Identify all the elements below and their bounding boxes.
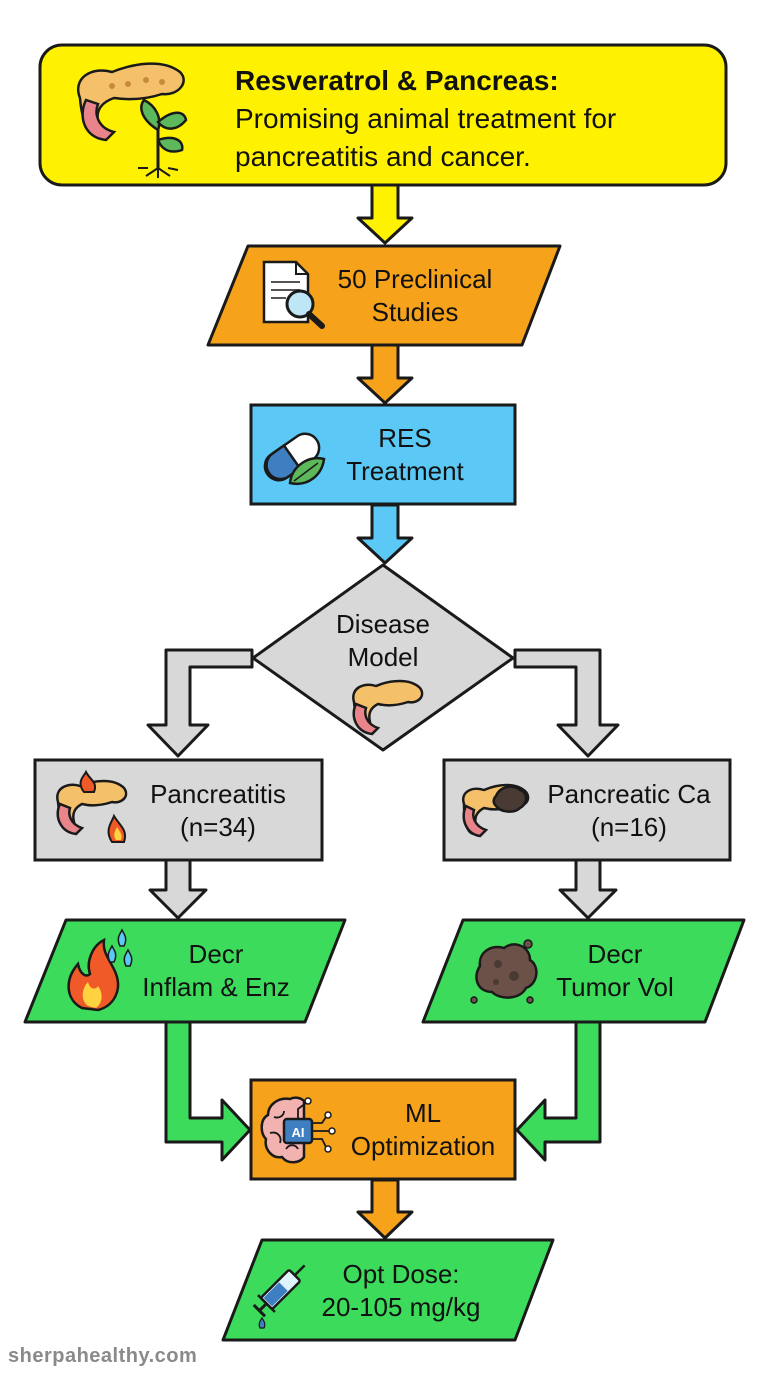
pancreatitis-line2: (n=34) — [180, 812, 256, 842]
watermark: sherpahealthy.com — [8, 1345, 198, 1367]
header-title: Resveratrol & Pancreas: — [235, 65, 559, 96]
treatment-line2: Treatment — [346, 456, 464, 486]
pancreatic-ca-line1: Pancreatic Ca — [547, 779, 711, 809]
arrow-header-to-studies — [356, 183, 414, 245]
capsule-leaf-icon — [263, 432, 326, 486]
arrow-disease-to-pancreatitis — [146, 648, 254, 758]
arrow-inflam-to-ml — [164, 1020, 252, 1162]
arrow-pancreatitis-to-inflam — [148, 858, 208, 920]
dose-line1: Opt Dose: — [342, 1259, 460, 1289]
arrow-studies-to-treatment — [356, 343, 414, 405]
decr-tumor-line1: Decr — [587, 939, 643, 969]
dose-label: Opt Dose: 20-105 mg/kg — [303, 1258, 499, 1324]
pancreatitis-line1: Pancreatitis — [150, 779, 286, 809]
header-subtitle-line2: pancreatitis and cancer. — [235, 141, 531, 172]
header-subtitle-line1: Promising animal treatment for — [235, 103, 617, 134]
document-magnifier-icon — [262, 260, 325, 329]
pancreas-tumor-icon — [461, 783, 530, 838]
disease-model-diamond — [251, 563, 515, 752]
pancreas-plant-icon — [77, 62, 188, 178]
ai-brain-icon: AI — [260, 1096, 336, 1164]
ai-chip-label: AI — [292, 1125, 305, 1140]
arrow-tumor-to-ml — [515, 1020, 602, 1162]
pancreatic-ca-label: Pancreatic Ca (n=16) — [534, 778, 724, 844]
arrow-pancreatic-ca-to-tumor — [558, 858, 618, 920]
ml-line1: ML — [404, 1098, 442, 1128]
treatment-label: RES Treatment — [320, 422, 490, 488]
syringe-icon — [252, 1264, 306, 1329]
header-box — [38, 43, 728, 187]
pancreatic-ca-line2: (n=16) — [591, 812, 667, 842]
arrow-treatment-to-disease — [356, 503, 414, 565]
arrow-disease-to-pancreatic-ca — [513, 648, 620, 758]
dose-parallelogram — [221, 1238, 555, 1342]
fire-droplets-icon — [67, 928, 133, 1012]
studies-label: 50 Preclinical Studies — [320, 263, 510, 329]
decr-tumor-label: Decr Tumor Vol — [535, 938, 695, 1004]
decr-inflam-line1: Decr — [188, 939, 244, 969]
dose-line2: 20-105 mg/kg — [321, 1292, 481, 1322]
disease-model-line1: Disease — [336, 609, 430, 639]
pancreas-icon — [352, 679, 424, 736]
pancreas-fire-icon — [56, 769, 128, 843]
header-text: Resveratrol & Pancreas: Promising animal… — [235, 62, 616, 176]
decr-inflam-line2: Inflam & Enz — [142, 972, 290, 1002]
arrow-ml-to-dose — [356, 1178, 414, 1240]
treatment-line1: RES — [378, 423, 432, 453]
tumor-icon — [470, 939, 538, 1004]
ml-line2: Optimization — [350, 1131, 496, 1161]
decr-tumor-line2: Tumor Vol — [556, 972, 674, 1002]
decr-inflam-label: Decr Inflam & Enz — [128, 938, 304, 1004]
ml-label: ML Optimization — [333, 1097, 513, 1163]
pancreatitis-label: Pancreatitis (n=34) — [132, 778, 304, 844]
studies-line2: Studies — [371, 297, 459, 327]
disease-model-label: Disease Model — [313, 608, 453, 674]
disease-model-line2: Model — [347, 642, 419, 672]
studies-line1: 50 Preclinical — [337, 264, 493, 294]
